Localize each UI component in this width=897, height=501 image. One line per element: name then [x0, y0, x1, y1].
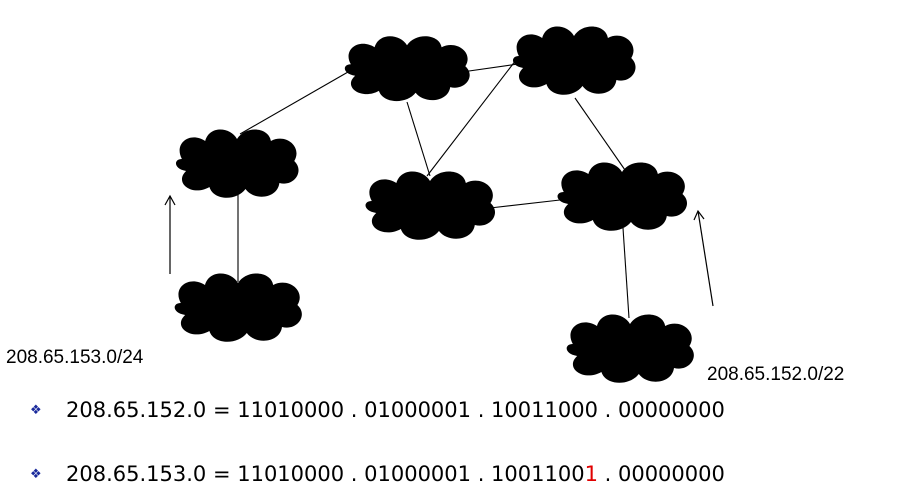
diamond-bullet-icon: ❖	[30, 403, 42, 418]
as4-label: AS 4	[538, 47, 599, 78]
as-cloud-as2[interactable]: AS 2	[175, 129, 299, 198]
highlighted-bit: 1	[584, 462, 598, 486]
as1-label: AS 1	[202, 294, 263, 325]
prefix-label-right: 208.65.152.0/22	[707, 364, 845, 385]
as-cloud-as5[interactable]: AS 5	[557, 162, 688, 231]
edge-as4-as7	[426, 59, 517, 177]
edges	[237, 59, 630, 319]
as2-label: AS 2	[203, 150, 264, 181]
as-cloud-as1[interactable]: AS 1	[174, 273, 302, 342]
prefix-label-left: 208.65.153.0/24	[6, 347, 144, 368]
bullet-text-1: 208.65.152.0 = 11010000 . 01000001 . 100…	[66, 398, 725, 422]
bullet-line-2: ❖ 208.65.153.0 = 11010000 . 01000001 . 10…	[30, 462, 725, 486]
as3-label: AS 3	[373, 55, 434, 86]
edge-as7-as5	[489, 199, 561, 209]
as-cloud-as4[interactable]: AS 4	[512, 26, 636, 95]
as5-label: AS 5	[586, 183, 647, 214]
as-cloud-as7[interactable]: AS 7	[365, 171, 496, 240]
as6-label: AS 6	[594, 335, 655, 366]
as7-label: AS 7	[394, 192, 455, 223]
edge-as5-as6	[622, 227, 630, 319]
edge-as2-as3	[239, 71, 349, 135]
bullet-line-1: ❖ 208.65.152.0 = 11010000 . 01000001 . 10…	[30, 398, 725, 422]
as-cloud-as6[interactable]: AS 6	[566, 314, 694, 383]
bullet-text-2: 208.65.153.0 = 11010000 . 01000001 . 100…	[66, 462, 585, 486]
announcement-arrows	[164, 194, 714, 307]
edge-as3-as7	[406, 101, 431, 177]
left-up-arrow	[164, 194, 176, 274]
edge-as4-as5	[574, 97, 626, 171]
edge-as3-as4	[461, 63, 519, 73]
as-cloud-as3[interactable]: AS 3	[344, 36, 470, 102]
diamond-bullet-icon: ❖	[30, 467, 42, 482]
bullet-text-2-suffix: . 00000000	[597, 462, 725, 486]
right-up-arrow	[693, 209, 714, 307]
